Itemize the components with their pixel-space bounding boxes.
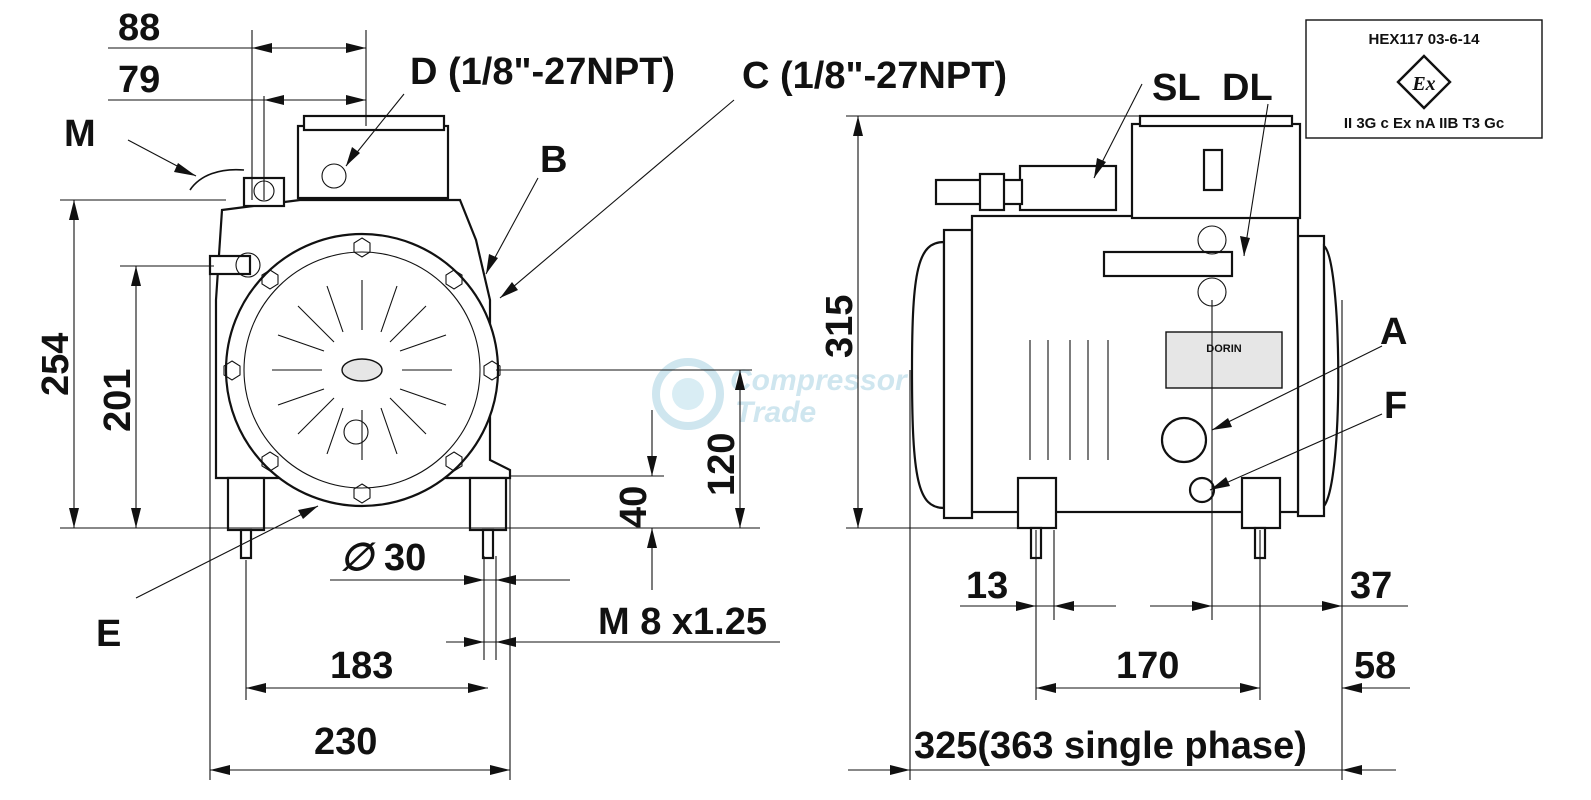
suction-valve-sl (1018, 164, 1118, 212)
side-view: DORIN (910, 114, 1340, 560)
side-flange-right (1296, 234, 1326, 518)
dim-315: 315 (819, 295, 861, 358)
front-cylinder-head (296, 124, 450, 200)
label-a: A (1380, 311, 1407, 353)
brand-plate-text: DORIN (1206, 343, 1242, 355)
cable-m (189, 168, 245, 191)
motor-end-cover-inner (243, 251, 481, 489)
stud-left (239, 528, 253, 560)
side-head-top (1138, 114, 1294, 128)
dim-120: 120 (701, 433, 743, 496)
side-flange-left (942, 228, 974, 520)
dorin-emblem (341, 358, 383, 382)
cover-plug (343, 419, 369, 445)
front-view (189, 114, 512, 560)
label-m: M (64, 113, 96, 155)
port-d-plug (321, 163, 347, 189)
certificate-marking: II 3G c Ex nA IIB T3 Gc (1344, 115, 1504, 132)
label-sl: SL (1152, 67, 1201, 109)
watermark-line2: Trade (735, 396, 816, 429)
oil-plug-f (1188, 476, 1216, 504)
side-dimension-lines (846, 83, 1410, 780)
watermark-line1: Compressor (730, 364, 909, 397)
label-f: F (1384, 385, 1407, 427)
label-dl: DL (1222, 67, 1273, 109)
front-arrowheads (69, 43, 745, 775)
certificate-code: HEX117 03-6-14 (1369, 31, 1481, 48)
side-foot-left (1016, 476, 1058, 530)
side-fitting-nut (235, 252, 261, 278)
watermark: Compressor Trade (652, 358, 909, 430)
suction-nut (978, 172, 1006, 212)
dim-88: 88 (118, 7, 160, 49)
cover-ribs (272, 280, 452, 460)
dim-79: 79 (118, 59, 160, 101)
ex-symbol: Ex (1411, 73, 1435, 95)
side-ribs (1029, 340, 1109, 460)
ex-hexagon-icon (1396, 54, 1452, 110)
foot-left (226, 476, 266, 532)
dl-stem (1202, 148, 1224, 192)
dim-183: 183 (330, 645, 393, 687)
side-labels: SL DL A F 315 13 37 170 58 325(363 singl… (819, 67, 1407, 767)
stud-right (481, 528, 495, 560)
front-head-top (302, 114, 446, 132)
dim-58: 58 (1354, 645, 1396, 687)
dim-201: 201 (97, 369, 139, 432)
foot-right (468, 476, 508, 532)
side-arrowheads (853, 116, 1362, 775)
label-e: E (96, 613, 121, 655)
dim-37: 37 (1350, 565, 1392, 607)
dim-325: 325(363 single phase) (914, 725, 1307, 767)
dim-170: 170 (1116, 645, 1179, 687)
brand-plate (1165, 331, 1283, 389)
side-end-cap (1322, 243, 1340, 510)
dim-254: 254 (35, 333, 77, 396)
side-fitting (208, 254, 252, 276)
dim-40: 40 (613, 486, 655, 528)
dim-230: 230 (314, 721, 377, 763)
front-labels: 88 79 M D (1/8"-27NPT) C (1/8"-27NPT) B … (35, 7, 1007, 763)
cover-bolts (223, 237, 501, 504)
dim-13: 13 (966, 565, 1008, 607)
front-dimension-lines (60, 30, 780, 780)
atex-certificate: HEX117 03-6-14 Ex II 3G c Ex nA IIB T3 G… (1305, 19, 1543, 139)
label-b: B (540, 139, 567, 181)
diameter-symbol: ∅ (340, 537, 376, 579)
oil-sight-glass-a (1160, 416, 1208, 464)
side-foot-right (1240, 476, 1282, 530)
label-d: D (1/8"-27NPT) (410, 51, 675, 93)
dim-30: 30 (384, 537, 426, 579)
side-motor-cover (910, 240, 946, 510)
thread-m8: M 8 x1.25 (598, 601, 767, 643)
discharge-valve-dl (1102, 250, 1234, 278)
label-c: C (1/8"-27NPT) (742, 55, 1007, 97)
dl-flange-top (1197, 225, 1227, 255)
